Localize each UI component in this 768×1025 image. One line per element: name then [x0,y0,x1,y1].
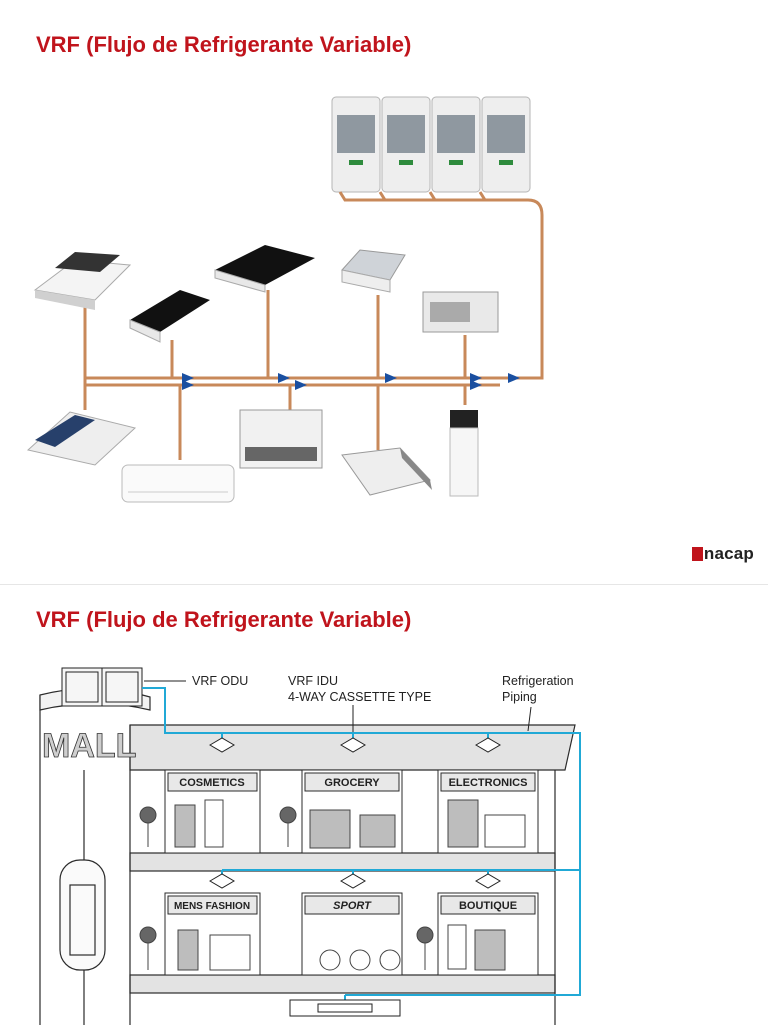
outdoor-unit [431,96,481,193]
idu-label-line1: VRF IDU [288,674,338,688]
store-name: GROCERY [324,777,380,789]
inacap-logo: nacap [691,544,754,564]
outdoor-units [331,96,531,193]
branch-joints [182,373,520,390]
slide-title: VRF (Flujo de Refrigerante Variable) [36,32,412,57]
logo-mark [691,547,703,561]
slide-vrf-mall: VRF (Flujo de Refrigerante Variable) MAL… [0,584,768,1025]
outdoor-unit [331,96,381,193]
piping-label-line2: Piping [502,690,537,704]
building [39,687,576,1025]
duct-unit [422,291,499,333]
piping-label-line1: Refrigeration [502,674,574,688]
cassette-unit [33,252,132,310]
concealed-floor-unit [341,447,432,496]
vrf-odu [61,667,143,707]
store-name: SPORT [333,900,372,912]
cassette-unit-icons [209,737,501,1017]
store-signboards [167,772,536,915]
slide-title: VRF (Flujo de Refrigerante Variable) [36,607,412,632]
outdoor-unit [481,96,531,193]
store-name: BOUTIQUE [459,900,517,912]
vrf-system-diagram [26,96,544,503]
store-name: ELECTRONICS [449,777,528,789]
ceiling-suspended-unit [26,411,137,466]
compact-cassette-unit [341,249,406,293]
store-name: MENS FASHION [174,901,250,912]
vertical-unit [449,410,479,497]
floor-standing-unit [239,409,323,469]
idu-label-line2: 4-WAY CASSETTE TYPE [288,690,431,704]
ceiling-cassette-unit [214,245,315,293]
odu-label: VRF ODU [192,674,248,688]
store-name: COSMETICS [179,777,244,789]
mall-sign: MALL [42,727,136,765]
wall-mounted-unit [121,464,235,503]
logo-text: nacap [703,544,754,563]
refrigerant-piping [83,191,544,460]
store-interiors [139,799,526,971]
mall-vrf-diagram: MALL [39,667,581,1025]
slide-vrf-equipment: VRF (Flujo de Refrigerante Variable) [26,32,754,564]
outdoor-unit [381,96,431,193]
ceiling-cassette-unit [129,290,210,343]
